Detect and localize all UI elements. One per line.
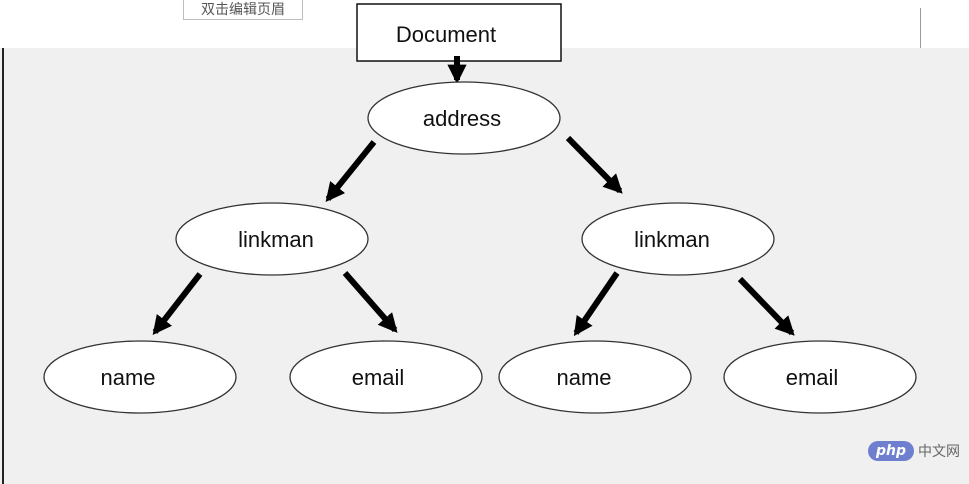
php-logo-icon: php <box>868 441 915 461</box>
node-label-linkman-right: linkman <box>634 227 710 252</box>
document-root-box <box>356 3 562 62</box>
node-email-left <box>289 340 483 414</box>
node-linkman-right <box>581 202 775 276</box>
node-linkman-left <box>175 202 369 276</box>
node-name-right <box>498 340 692 414</box>
edge-linkman-left-name <box>152 272 203 336</box>
watermark-text: 中文网 <box>918 444 961 460</box>
node-label-linkman-left: linkman <box>238 227 314 252</box>
edge-address-linkman-right <box>565 135 623 194</box>
node-email-right <box>723 340 917 414</box>
node-label-email-right: email <box>786 365 839 390</box>
node-label-name-left: name <box>100 365 155 390</box>
edge-group <box>152 56 795 337</box>
edge-address-linkman-left <box>325 140 377 202</box>
node-label-email-left: email <box>352 365 405 390</box>
node-label-address: address <box>423 106 501 131</box>
document-root-label: Document <box>396 22 496 47</box>
site-watermark: php 中文网 <box>868 441 960 461</box>
header-right-divider <box>920 8 921 48</box>
edit-header-button[interactable]: 双击编辑页眉 <box>183 0 303 20</box>
edge-linkman-left-email <box>342 271 398 333</box>
page-left-border <box>2 48 4 484</box>
node-label-name-right: name <box>556 365 611 390</box>
node-name-left <box>43 340 237 414</box>
edge-linkman-right-email <box>737 276 795 336</box>
edge-linkman-right-name <box>573 271 620 337</box>
node-address <box>367 81 561 155</box>
